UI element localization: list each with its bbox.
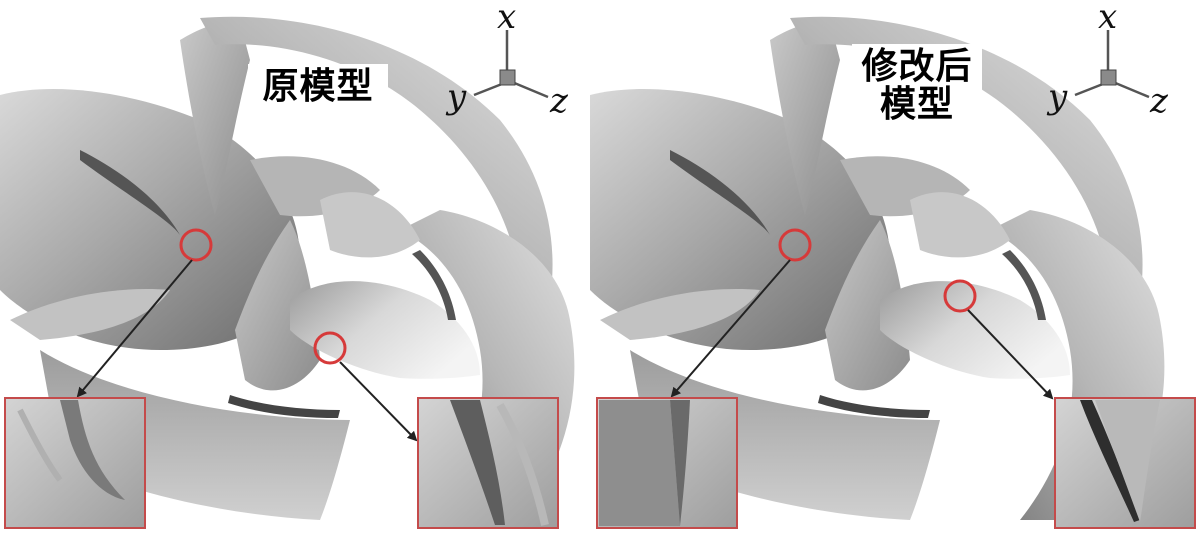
pointer-arrow — [76, 259, 193, 398]
pointer-arrow — [339, 361, 418, 442]
axis-label-x: x — [497, 0, 517, 37]
detail-inset — [417, 397, 559, 529]
axis-triad — [1074, 30, 1150, 99]
axis-label-x: x — [1098, 0, 1118, 37]
detail-inset — [4, 397, 146, 529]
highlight-circle — [313, 331, 347, 365]
panel-title: 修改后 模型 — [852, 44, 982, 128]
pointer-arrow — [670, 259, 791, 398]
detail-inset — [596, 397, 738, 529]
highlight-circle — [778, 228, 812, 262]
axis-triad — [473, 30, 549, 99]
panel-title: 原模型 — [248, 64, 388, 110]
axis-label-y: y — [447, 77, 467, 117]
panel-modified-model — [590, 16, 1196, 529]
panel-original-model — [0, 16, 575, 529]
panel-title-line: 模型 — [879, 83, 954, 125]
detail-inset — [1054, 397, 1196, 529]
panel-title-line: 修改后 — [861, 46, 973, 87]
highlight-circle — [179, 228, 213, 262]
axis-label-y: y — [1048, 77, 1068, 117]
pointer-arrow — [967, 309, 1054, 400]
axis-label-z: z — [550, 81, 568, 121]
axis-label-z: z — [1150, 81, 1168, 121]
panel-title-line: 原模型 — [262, 66, 374, 107]
highlight-circle — [943, 279, 977, 313]
